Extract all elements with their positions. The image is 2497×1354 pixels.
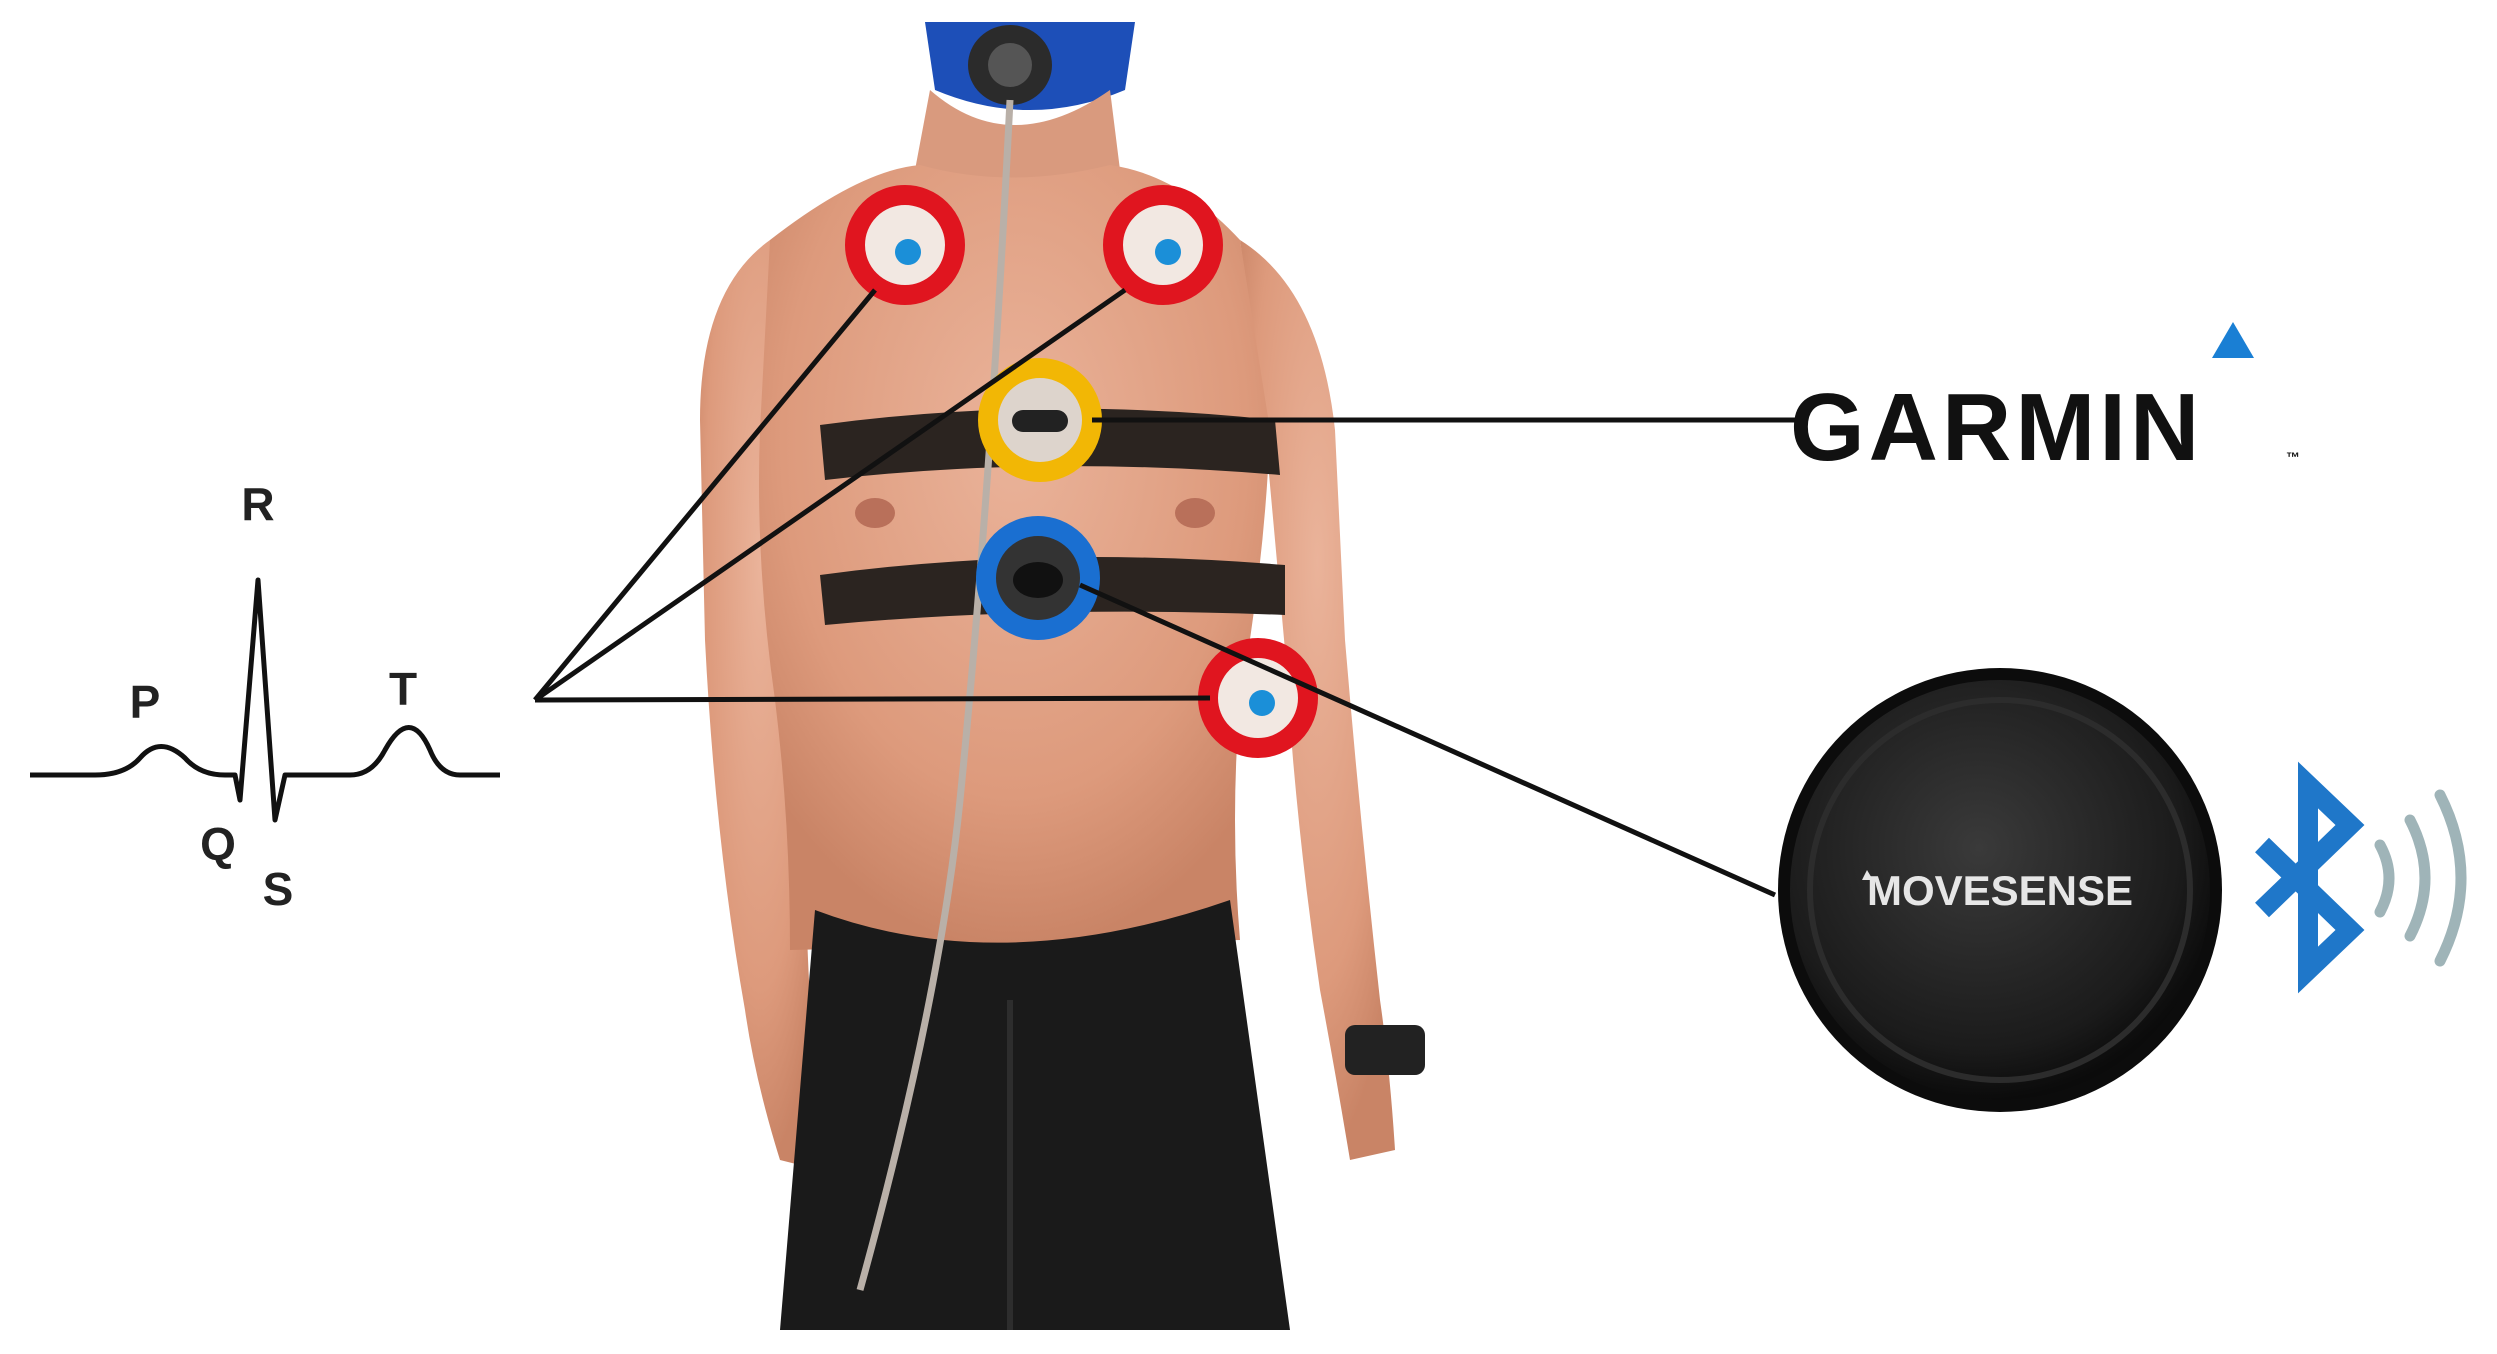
ecg-label-t: T [389, 663, 417, 715]
movesense-sensor-ring [976, 516, 1100, 640]
signal-waves-icon [2374, 789, 2467, 967]
garmin-wordmark: GARMIN [1790, 374, 2203, 481]
ecg-electrode-left-clavicle [1103, 185, 1223, 305]
ecg-label-s: S [263, 863, 294, 915]
shorts [780, 900, 1290, 1330]
leader-lines [533, 287, 1795, 898]
ecg-label-p: P [130, 676, 161, 728]
athlete-figure [700, 22, 1425, 1330]
garmin-sensor-ring [978, 358, 1102, 482]
ecg-label-r: R [241, 478, 274, 530]
gas-mask [925, 22, 1135, 110]
movesense-pod: MOVESENSE [1778, 668, 2222, 1112]
wristwatch [1345, 1025, 1425, 1075]
ecg-waveform: R P T Q S [30, 478, 500, 915]
ecg-electrodes [845, 185, 1318, 758]
movesense-accent-icon [1862, 870, 1873, 880]
garmin-triangle-icon [2212, 322, 2254, 358]
garmin-trademark: ™ [2286, 449, 2300, 465]
ecg-label-q: Q [200, 818, 236, 870]
garmin-logo: GARMIN ™ [1790, 322, 2300, 481]
bluetooth-icon [2255, 761, 2365, 994]
movesense-wordmark: MOVESENSE [1867, 867, 2133, 914]
ecg-electrode-right-clavicle [845, 185, 965, 305]
